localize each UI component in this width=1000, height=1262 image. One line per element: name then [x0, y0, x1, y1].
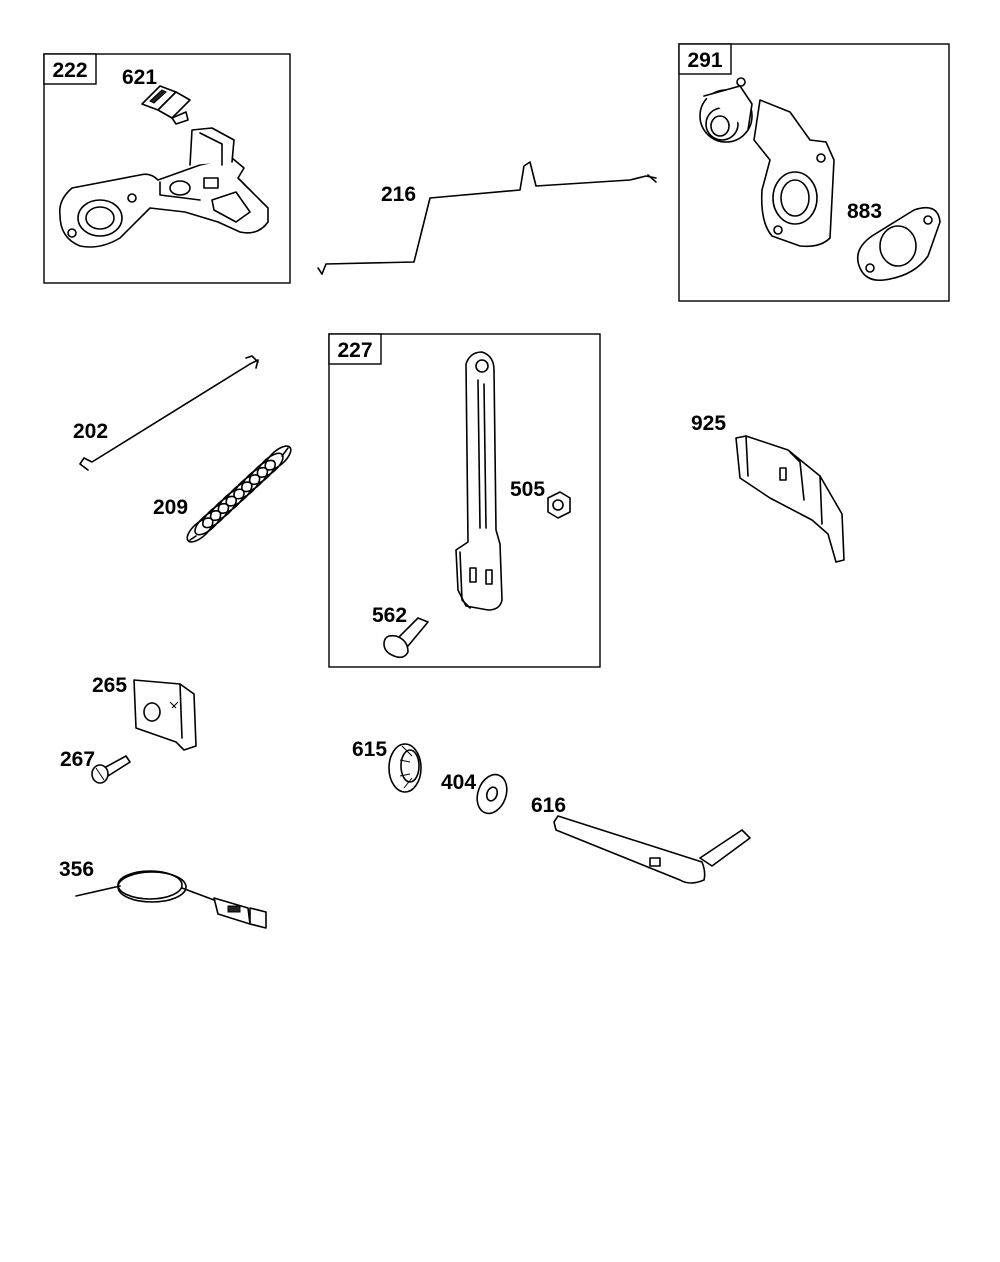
part-505-nut[interactable] [547, 491, 571, 519]
spring-coil [256, 452, 284, 478]
group-227-box: 227 [328, 333, 601, 668]
label-209: 209 [153, 496, 188, 519]
part-883-gasket[interactable] [856, 206, 941, 282]
part-291-bracket-assembly[interactable] [699, 77, 835, 248]
label-265: 265 [92, 674, 127, 697]
label-202: 202 [73, 420, 108, 443]
label-925: 925 [691, 412, 726, 435]
group-222-label: 222 [52, 59, 87, 82]
label-621: 621 [122, 66, 157, 89]
label-356: 356 [59, 858, 94, 881]
part-209-spring[interactable] [183, 442, 294, 546]
part-562-pin[interactable] [383, 617, 429, 659]
part-267-screw[interactable] [91, 755, 131, 784]
part-621-clip[interactable] [141, 85, 191, 125]
group-291-label: 291 [687, 49, 722, 72]
label-216: 216 [381, 183, 416, 206]
part-925-air-vane[interactable] [735, 435, 845, 563]
label-616: 616 [531, 794, 566, 817]
part-615-bushing[interactable] [388, 743, 422, 793]
spring-coil [264, 445, 292, 471]
label-562: 562 [372, 604, 407, 627]
group-291-box: 291 [678, 43, 950, 302]
part-222-control-bracket[interactable] [58, 127, 269, 248]
label-267: 267 [60, 748, 95, 771]
part-265-block[interactable] [133, 679, 197, 751]
part-227-governor-lever[interactable] [455, 351, 503, 611]
part-202-link-rod[interactable] [79, 355, 259, 471]
group-222-box: 222 [43, 53, 291, 284]
part-216-governor-rod[interactable] [317, 161, 657, 275]
part-616-governor-shaft[interactable] [553, 815, 751, 884]
part-404-washer[interactable] [472, 770, 512, 817]
label-505: 505 [510, 478, 545, 501]
label-404: 404 [441, 771, 476, 794]
label-615: 615 [352, 738, 387, 761]
spring-coil [248, 459, 276, 486]
label-883: 883 [847, 200, 882, 223]
part-356-ground-wire[interactable] [75, 870, 267, 929]
group-227-label: 227 [337, 339, 372, 362]
